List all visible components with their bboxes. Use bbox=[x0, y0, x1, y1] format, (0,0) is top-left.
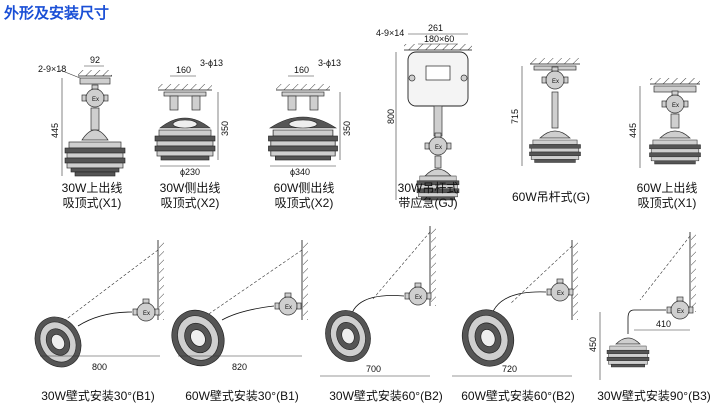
drawing-g-60w: 715 bbox=[510, 58, 581, 166]
dim-720: 720 bbox=[502, 364, 517, 374]
dim-350: 350 bbox=[220, 121, 230, 136]
caption-b2-60w: 60W壁式安装60°(B2) bbox=[461, 389, 575, 403]
dim-450: 450 bbox=[588, 337, 598, 352]
dim-phi340: ϕ340 bbox=[290, 167, 310, 177]
drawing-x1-30w: 92 2-9×18 445 bbox=[38, 55, 126, 177]
dim-350-b: 350 bbox=[342, 121, 352, 136]
dim-445: 445 bbox=[50, 123, 60, 138]
page-title: 外形及安装尺寸 bbox=[4, 5, 110, 22]
dim-800-b: 800 bbox=[92, 362, 107, 372]
dim-2-9x18: 2-9×18 bbox=[38, 64, 66, 74]
dim-160: 160 bbox=[176, 65, 191, 75]
caption-g-60w: 60W吊杆式(G) bbox=[511, 190, 590, 204]
dim-4-9x14: 4-9×14 bbox=[376, 28, 404, 38]
dim-3-phi13-b: 3-ϕ13 bbox=[318, 58, 341, 68]
drawing-x2-60w: 160 3-ϕ13 350 ϕ340 bbox=[268, 58, 352, 177]
dim-700: 700 bbox=[366, 364, 381, 374]
dim-180x60: 180×60 bbox=[424, 34, 454, 44]
dim-820: 820 bbox=[232, 362, 247, 372]
caption-gj-30w: 30W吊杆式 带应急(GJ) bbox=[397, 181, 459, 210]
caption-x2-30w: 30W侧出线 吸顶式(X2) bbox=[159, 181, 221, 210]
caption-b1-60w: 60W壁式安装30°(B1) bbox=[185, 389, 299, 403]
caption-x1-60w: 60W上出线 吸顶式(X1) bbox=[636, 181, 698, 210]
dim-715: 715 bbox=[510, 109, 520, 124]
drawing-b2-60w: 720 bbox=[452, 239, 579, 377]
dim-92: 92 bbox=[90, 55, 100, 65]
caption-b1-30w: 30W壁式安装30°(B1) bbox=[41, 389, 155, 403]
dim-160-b: 160 bbox=[294, 65, 309, 75]
dim-3-phi13: 3-ϕ13 bbox=[200, 58, 223, 68]
dim-445-b: 445 bbox=[628, 123, 638, 138]
drawing-gj-30w: 261 180×60 4-9×14 800 bbox=[376, 23, 472, 201]
dim-261: 261 bbox=[428, 23, 443, 33]
caption-x2-60w: 60W侧出线 吸顶式(X2) bbox=[273, 181, 335, 210]
drawing-b1-60w: 820 bbox=[161, 239, 309, 376]
drawing-b1-30w: 800 bbox=[25, 239, 165, 376]
caption-x1-30w: 30W上出线 吸顶式(X1) bbox=[61, 181, 123, 210]
drawing-b3-30w: 410 450 bbox=[588, 231, 697, 380]
drawing-x1-60w: 445 bbox=[628, 78, 701, 168]
dim-800: 800 bbox=[386, 109, 396, 124]
dim-phi230: ϕ230 bbox=[180, 167, 200, 177]
caption-b3-30w: 30W壁式安装90°(B3) bbox=[597, 389, 711, 403]
drawing-b2-30w: 700 bbox=[318, 225, 437, 377]
drawing-x2-30w: 160 3-ϕ13 350 ϕ230 bbox=[154, 58, 230, 177]
dim-410: 410 bbox=[656, 319, 671, 329]
caption-b2-30w: 30W壁式安装60°(B2) bbox=[329, 389, 443, 403]
